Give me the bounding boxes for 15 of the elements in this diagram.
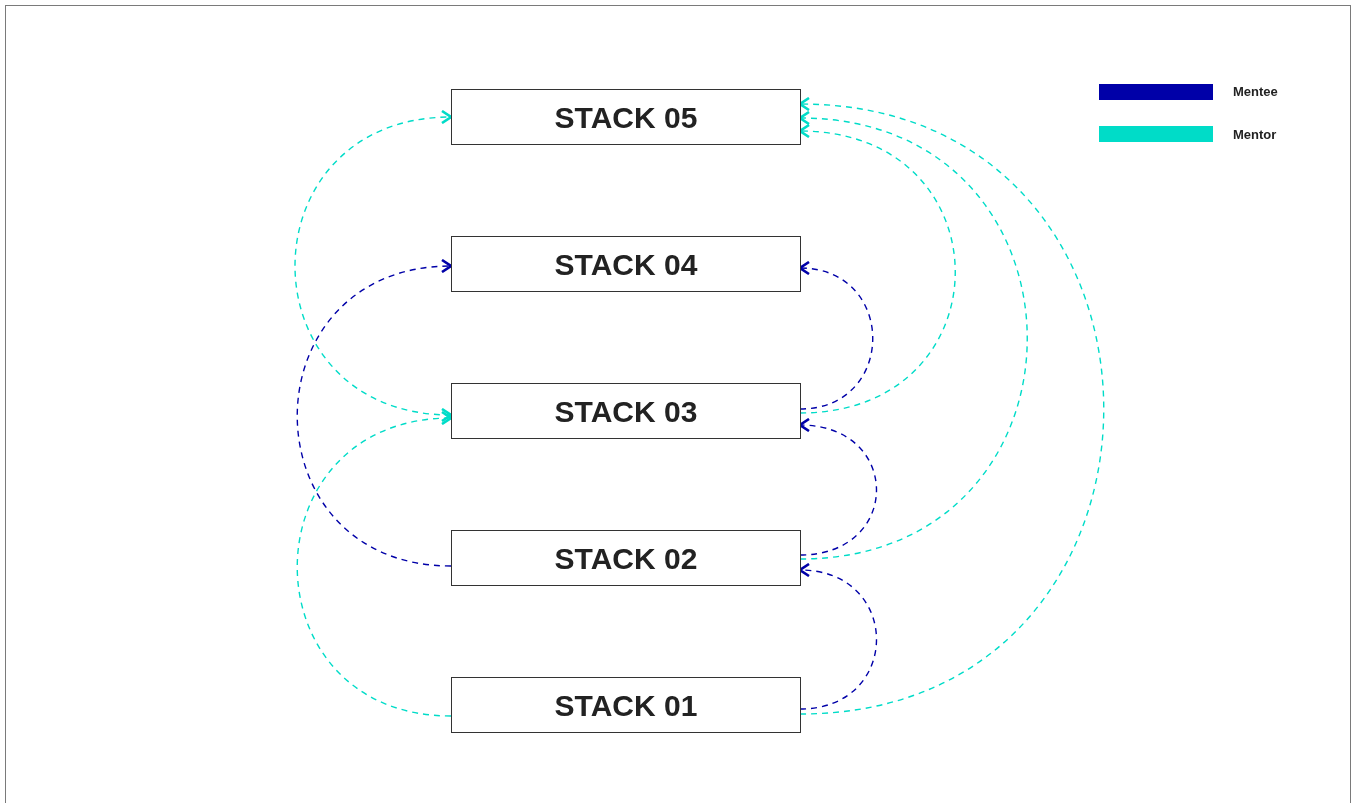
dashed-arrow [296,411,453,717]
dashed-arrow [294,110,453,422]
stack-label: STACK 03 [554,393,698,430]
stack-label: STACK 04 [554,246,698,283]
legend-label: Mentee [1233,83,1278,101]
stack-box [451,383,801,439]
stack-box [451,677,801,733]
stack-box [451,236,801,292]
legend-label: Mentor [1233,125,1277,144]
stack-box [451,89,801,145]
stack-box [451,530,801,586]
stack-label: STACK 05 [554,99,698,136]
stack-label: STACK 02 [554,540,698,577]
stack-label: STACK 01 [554,687,698,724]
dashed-arrow [296,259,453,567]
